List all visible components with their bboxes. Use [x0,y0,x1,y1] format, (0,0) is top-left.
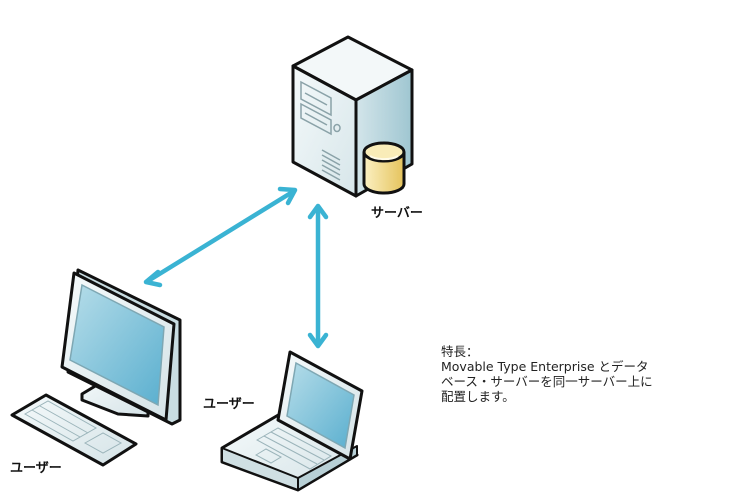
laptop-icon [220,350,364,492]
laptop-user-label: ユーザー [203,397,255,412]
desktop-user-label: ユーザー [10,461,62,476]
arrowhead-icon [277,186,298,206]
arrowhead-icon [307,203,329,220]
arrowhead-icon [143,269,163,288]
connection-desktop-server [143,186,298,288]
note-line: Movable Type Enterprise とデータ [441,359,649,374]
note-line: 配置します。 [441,389,515,404]
connection-laptop-server [307,203,329,349]
feature-note: 特長： Movable Type Enterprise とデータ ベース・サーバ… [441,344,653,404]
arrow-line [145,188,297,284]
arrowhead-icon [307,332,329,349]
note-heading: 特長： [441,344,479,359]
database-cylinder-icon [362,141,406,195]
server-label: サーバー [371,206,423,221]
desktop-computer-icon [10,268,182,467]
note-line: ベース・サーバーを同一サーバー上に [441,374,653,389]
